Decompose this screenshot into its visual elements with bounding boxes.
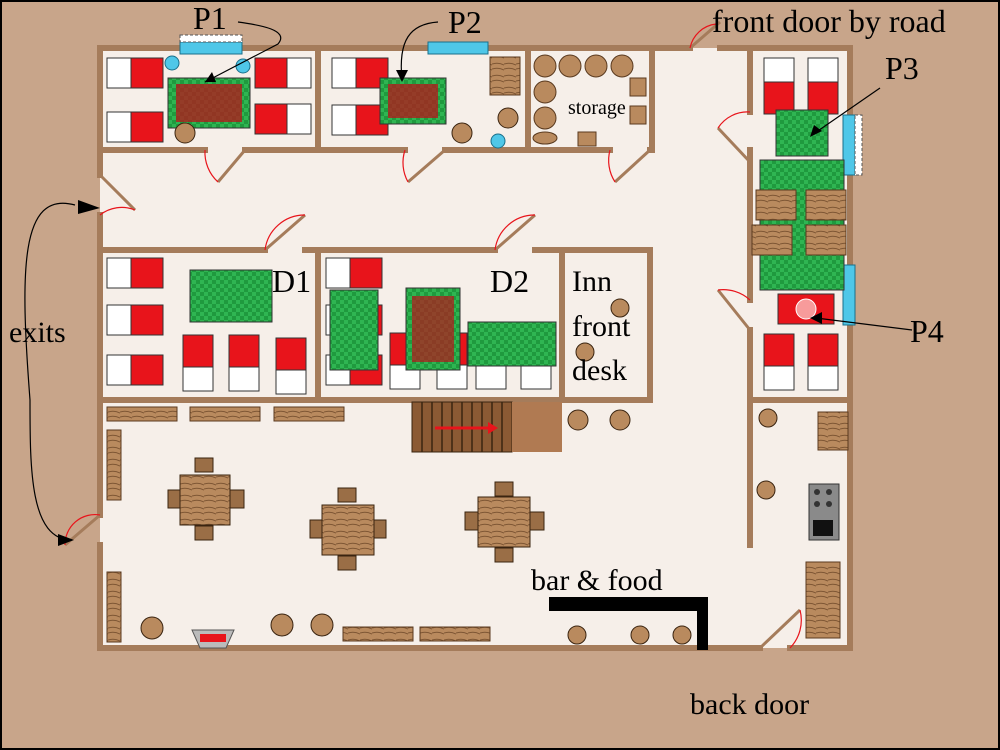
arrow-heads — [58, 70, 822, 546]
rug-d2-left — [329, 289, 379, 371]
rug-d1 — [189, 269, 273, 323]
bar-counter — [549, 597, 708, 650]
fireplace — [191, 629, 235, 649]
stools — [140, 107, 778, 645]
dining-tables — [167, 457, 545, 571]
label-inn: Inn — [572, 265, 612, 298]
rug-d2-right — [467, 321, 557, 367]
label-bar-food: bar & food — [531, 564, 663, 597]
walls — [97, 45, 853, 651]
label-p4: P4 — [910, 313, 944, 349]
bed — [763, 333, 795, 391]
window-p4 — [842, 264, 856, 326]
wood-furniture — [489, 56, 849, 639]
upper-exit-door — [98, 173, 137, 212]
bed — [106, 354, 164, 386]
p3-door — [716, 126, 752, 164]
dining-table — [309, 487, 387, 571]
doors — [64, 20, 802, 650]
stove — [808, 483, 840, 541]
storage-barrels — [532, 54, 647, 147]
window-p1 — [179, 41, 243, 55]
bed — [331, 57, 389, 89]
beds — [106, 57, 839, 395]
annotation-arrows — [24, 21, 913, 541]
window-p2 — [427, 41, 489, 55]
label-desk: desk — [572, 354, 627, 387]
window-p3 — [842, 114, 856, 176]
bed — [763, 57, 795, 115]
bed — [254, 57, 312, 89]
bed — [228, 334, 260, 392]
front-door — [689, 20, 721, 50]
label-storage: storage — [568, 97, 626, 119]
bed — [106, 57, 164, 89]
label-exits: exits — [9, 316, 66, 349]
label-p2: P2 — [448, 4, 482, 40]
dining-table — [464, 481, 545, 563]
p2-door — [407, 148, 446, 184]
back-door — [758, 608, 802, 650]
label-d1: D1 — [272, 263, 312, 299]
bed — [106, 304, 164, 336]
label-front: front — [572, 310, 631, 343]
rug-p3 — [775, 109, 829, 157]
label-d2: D2 — [490, 263, 530, 299]
bed — [182, 334, 214, 392]
label-p3: P3 — [885, 50, 919, 86]
bed — [325, 257, 383, 289]
bed — [275, 337, 307, 395]
d2-door — [494, 213, 536, 252]
bed — [807, 333, 839, 391]
p4-door — [716, 289, 752, 331]
dining-table — [167, 457, 245, 541]
bed — [331, 104, 389, 136]
bed — [807, 57, 839, 115]
storage-door — [613, 148, 652, 184]
label-front-door: front door by road — [712, 3, 946, 39]
bed — [106, 257, 164, 289]
d1-door — [264, 213, 306, 252]
benches — [106, 406, 491, 643]
stairs — [411, 401, 562, 453]
p1-door — [216, 149, 247, 183]
label-back-door: back door — [690, 688, 810, 721]
bed — [106, 111, 164, 143]
blue-pots — [164, 55, 506, 149]
label-p1: P1 — [193, 0, 227, 36]
windows — [179, 34, 863, 326]
bed — [254, 103, 312, 135]
